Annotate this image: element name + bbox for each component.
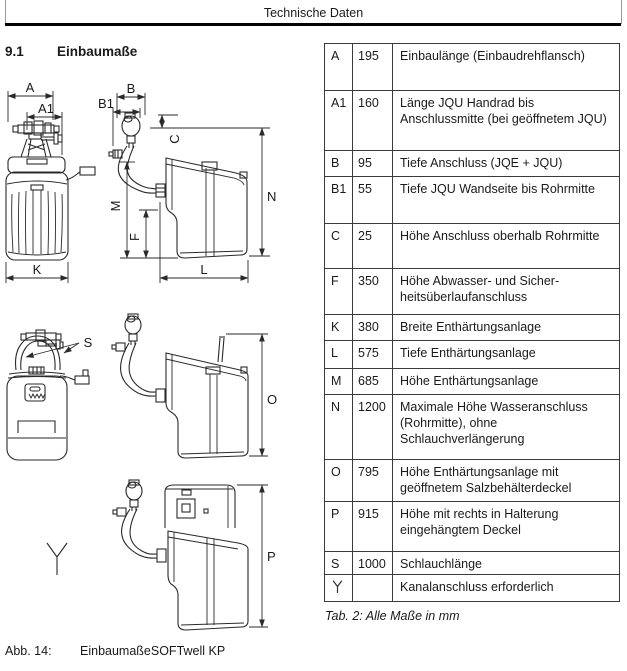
dim-value-cell: 685	[352, 368, 393, 395]
dim-code-cell: B1	[324, 176, 353, 224]
header-rule	[5, 23, 621, 26]
dim-desc-cell: Maximale Höhe Wasseran­schluss (Rohrmitt…	[392, 394, 620, 460]
dim-desc-cell: Höhe Enthärtungsanlage mit geöffnetem Sa…	[392, 459, 620, 502]
section-heading: 9.1 Einbaumaße	[5, 44, 137, 59]
dim-desc-cell: Tiefe Anschluss (JQE + JQU)	[392, 150, 620, 177]
dim-value-cell: 195	[352, 43, 393, 91]
dim-desc-cell: Höhe mit rechts in Halterung eingehängte…	[392, 501, 620, 552]
table-row: Kanalanschluss erforderlich	[324, 574, 620, 602]
dim-code-cell: F	[324, 268, 353, 315]
dim-value-cell	[352, 574, 393, 602]
front-view	[5, 120, 96, 261]
dim-label-k: K	[33, 262, 42, 277]
section-title: Einbaumaße	[57, 44, 138, 59]
dim-code-cell: N	[324, 394, 353, 460]
dim-label-c: C	[167, 134, 182, 143]
dim-code-cell: L	[324, 340, 353, 369]
drawing-open-lid-view: S O	[6, 313, 277, 461]
dim-label-f: F	[127, 233, 142, 241]
dim-label-s: S	[84, 335, 93, 350]
dim-value-cell: 575	[352, 340, 393, 369]
dimension-lines	[237, 484, 268, 628]
dim-label-l: L	[200, 262, 207, 277]
section-number: 9.1	[5, 44, 24, 59]
dim-code-cell: M	[324, 368, 353, 395]
dim-code-cell: C	[324, 223, 353, 269]
dim-value-cell: 55	[352, 176, 393, 224]
dim-value-cell: 25	[352, 223, 393, 269]
dim-code-cell: A1	[324, 90, 353, 151]
dim-label-a: A	[26, 82, 35, 95]
drawing-hung-lid-view: P	[46, 479, 276, 631]
dim-desc-cell: Länge JQU Handrad bis Anschlussmitte (be…	[392, 90, 620, 151]
dim-label-b1: B1	[98, 96, 114, 111]
drawing-front-and-side-view: A A1 K B B1 C M F N L	[5, 82, 277, 283]
dim-value-cell: 1000	[352, 551, 393, 575]
dim-value-cell: 1200	[352, 394, 393, 460]
dim-value-cell: 95	[352, 150, 393, 177]
dim-code-cell: K	[324, 314, 353, 341]
header-right-tick	[621, 0, 622, 24]
figure-caption: Abb. 14: EinbaumaßeSOFTwell KP	[5, 644, 225, 658]
dim-value-cell: 795	[352, 459, 393, 502]
dimension-lines	[25, 333, 268, 457]
figure-caption-label: Abb. 14:	[5, 644, 52, 658]
dim-value-cell: 160	[352, 90, 393, 151]
page-header-title: Technische Daten	[263, 6, 364, 20]
dim-label-b: B	[127, 82, 136, 96]
dim-label-p: P	[267, 549, 276, 564]
dim-desc-cell: Breite Enthärtungsanlage	[392, 314, 620, 341]
dim-code-cell: P	[324, 501, 353, 552]
dim-desc-cell: Schlauchlänge	[392, 551, 620, 575]
dim-desc-cell: Tiefe Enthärtungsanlage	[392, 340, 620, 369]
dim-label-a1: A1	[38, 101, 54, 116]
dim-desc-cell: Höhe Anschluss oberhalb Rohr­mitte	[392, 223, 620, 269]
drain-connection-symbol	[332, 580, 343, 593]
table-caption: Tab. 2: Alle Maße in mm	[325, 609, 460, 623]
front-view-open	[6, 329, 90, 461]
drain-connection-symbol	[46, 542, 68, 575]
header-left-tick	[5, 0, 6, 24]
dim-desc-cell: Tiefe JQU Wandseite bis Rohr­mitte	[392, 176, 620, 224]
figure-caption-text: EinbaumaßeSOFTwell KP	[80, 644, 226, 658]
dim-value-cell: 380	[352, 314, 393, 341]
dim-code-cell: S	[324, 551, 353, 575]
dim-label-o: O	[267, 392, 277, 407]
dimension-labels: S O	[84, 335, 277, 407]
dim-desc-cell: Höhe Enthärtungsanlage	[392, 368, 620, 395]
dim-code-cell	[324, 574, 353, 602]
dim-code-cell: B	[324, 150, 353, 177]
dim-desc-cell: Einbaulänge (Einbaudreh­flansch)	[392, 43, 620, 91]
side-view-hung-lid	[112, 479, 249, 631]
dimension-labels: A A1 K B B1 C M F N L	[26, 82, 277, 277]
dimension-labels: P	[267, 549, 276, 564]
dim-code-cell: O	[324, 459, 353, 502]
dim-label-m: M	[108, 201, 123, 212]
dim-desc-cell: Kanalanschluss erforderlich	[392, 574, 620, 602]
side-view-open-lid	[111, 313, 249, 459]
dim-label-n: N	[267, 189, 276, 204]
dim-desc-cell: Höhe Abwasser- und Sicher­heitsüberlaufa…	[392, 268, 620, 315]
dim-code-cell: A	[324, 43, 353, 91]
dim-value-cell: 350	[352, 268, 393, 315]
dimension-lines	[5, 91, 270, 283]
dim-value-cell: 915	[352, 501, 393, 552]
